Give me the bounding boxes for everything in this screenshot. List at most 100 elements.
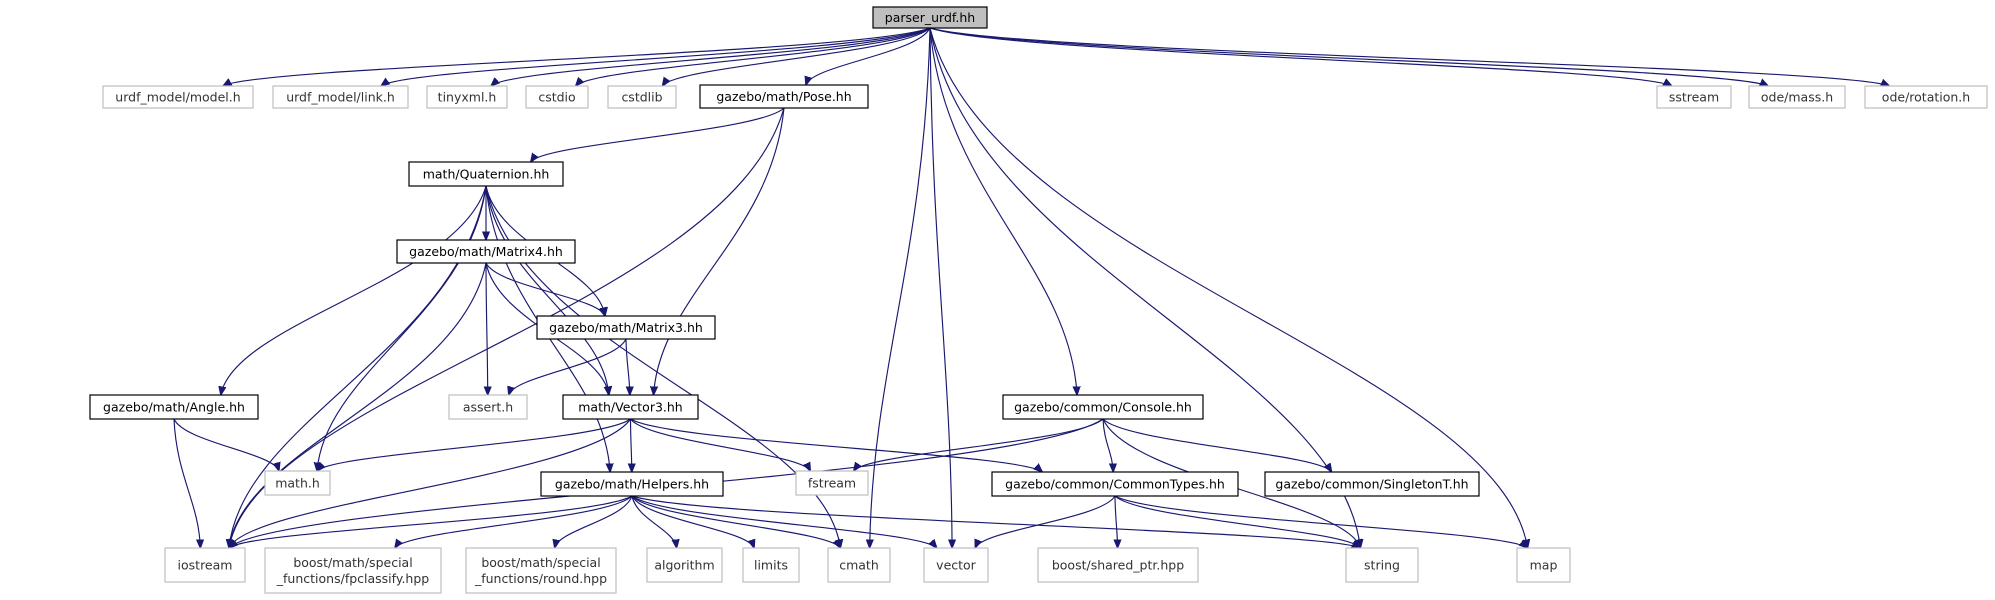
node-vector3[interactable]: math/Vector3.hh <box>562 394 699 420</box>
edge-commontypes-to-vector <box>975 495 1116 548</box>
node-matrix3[interactable]: gazebo/math/Matrix3.hh <box>536 315 716 340</box>
node-box <box>448 394 528 420</box>
node-box <box>540 471 724 497</box>
edge-pose-to-quaternion <box>531 107 785 162</box>
node-layer: parser_urdf.hh urdf_model/model.h urdf_mod… <box>89 6 1988 594</box>
edge-matrix4-to-iostream <box>229 262 487 548</box>
node-label: gazebo/common/CommonTypes.hh <box>1005 477 1225 492</box>
edge-helpers-to-round <box>555 495 633 548</box>
node-ode-mass: ode/mass.h <box>1748 85 1846 109</box>
node-box <box>1037 547 1199 583</box>
node-label: ode/rotation.h <box>1882 90 1970 105</box>
edge-parser-urdf-to-vector <box>929 27 952 548</box>
node-box <box>562 394 699 420</box>
node-box <box>699 84 869 109</box>
node-shared-ptr: boost/shared_ptr.hpp <box>1037 547 1199 583</box>
node-angle[interactable]: gazebo/math/Angle.hh <box>89 394 259 420</box>
node-box <box>264 470 331 496</box>
node-label: string <box>1364 558 1400 573</box>
node-commontypes[interactable]: gazebo/common/CommonTypes.hh <box>991 471 1239 497</box>
node-sstream: sstream <box>1656 85 1732 109</box>
node-box <box>1516 547 1571 583</box>
node-label: math/Vector3.hh <box>578 400 682 415</box>
edge-commontypes-to-string <box>1114 495 1360 548</box>
node-cstdlib: cstdlib <box>607 85 677 109</box>
edge-commontypes-to-shared-ptr <box>1115 495 1118 548</box>
edge-console-to-fstream <box>854 418 1104 471</box>
node-box <box>465 547 617 594</box>
node-label: boost/math/special <box>293 555 412 570</box>
node-box <box>795 470 869 496</box>
node-ode-rotation: ode/rotation.h <box>1864 85 1988 109</box>
node-label: map <box>1530 558 1558 573</box>
node-box <box>607 85 677 109</box>
node-label: limits <box>754 558 788 573</box>
node-math-h: math.h <box>264 470 331 496</box>
node-box <box>1656 85 1732 109</box>
edge-vector3-to-commontypes <box>630 418 1043 472</box>
edge-parser-urdf-to-urdf-model-link <box>381 27 931 86</box>
edge-parser-urdf-to-cmath <box>870 27 931 548</box>
edge-helpers-to-iostream <box>229 495 633 548</box>
node-parser-urdf: parser_urdf.hh <box>872 6 988 29</box>
node-box <box>164 547 246 583</box>
edge-layer <box>173 27 1889 548</box>
node-tinyxml: tinyxml.h <box>426 85 508 109</box>
node-label: ode/mass.h <box>1761 90 1833 105</box>
node-box <box>991 471 1239 497</box>
node-urdf-model-link: urdf_model/link.h <box>272 85 409 109</box>
node-label: gazebo/math/Pose.hh <box>716 89 851 104</box>
node-box <box>923 547 989 583</box>
node-quaternion[interactable]: math/Quaternion.hh <box>408 161 564 187</box>
node-urdf-model-model: urdf_model/model.h <box>102 85 254 109</box>
edge-vector3-to-fstream <box>630 418 811 471</box>
node-label: gazebo/math/Angle.hh <box>103 400 245 415</box>
node-box <box>1345 547 1419 583</box>
edge-parser-urdf-to-string <box>929 27 1360 548</box>
node-pose[interactable]: gazebo/math/Pose.hh <box>699 84 869 109</box>
node-label: fstream <box>808 476 856 491</box>
edge-parser-urdf-to-ode-rotation <box>929 27 1889 86</box>
edge-parser-urdf-to-console <box>929 27 1077 395</box>
edge-matrix4-to-assert <box>486 262 488 395</box>
node-box <box>1864 85 1988 109</box>
node-label: _functions/round.hpp <box>474 571 607 586</box>
edge-angle-to-iostream <box>173 418 200 548</box>
node-matrix4[interactable]: gazebo/math/Matrix4.hh <box>396 239 576 264</box>
node-helpers[interactable]: gazebo/math/Helpers.hh <box>540 471 724 497</box>
node-label: urdf_model/model.h <box>115 90 240 105</box>
node-fpclassify: boost/math/special_functions/fpclassify.… <box>264 547 442 594</box>
edge-quaternion-to-math-h <box>317 185 487 471</box>
edge-parser-urdf-to-pose <box>806 27 931 85</box>
node-box <box>646 547 723 583</box>
node-box <box>872 6 988 29</box>
edge-helpers-to-limits <box>631 495 754 548</box>
node-label: gazebo/common/Console.hh <box>1014 400 1192 415</box>
node-box <box>408 161 564 187</box>
node-label: boost/shared_ptr.hpp <box>1052 558 1184 573</box>
node-cstdio: cstdio <box>525 85 589 109</box>
edge-vector3-to-helpers <box>631 418 632 472</box>
node-console[interactable]: gazebo/common/Console.hh <box>1002 394 1204 420</box>
node-label: gazebo/math/Helpers.hh <box>555 477 709 492</box>
node-label: parser_urdf.hh <box>885 10 975 25</box>
node-round: boost/math/special_functions/round.hpp <box>465 547 617 594</box>
edge-parser-urdf-to-urdf-model-model <box>223 27 931 86</box>
node-label: cmath <box>839 558 879 573</box>
node-box <box>396 239 576 264</box>
node-singletont[interactable]: gazebo/common/SingletonT.hh <box>1264 471 1480 497</box>
edge-matrix4-to-matrix3 <box>485 262 605 316</box>
edge-console-to-commontypes <box>1102 418 1113 472</box>
node-box <box>264 547 442 594</box>
edge-quaternion-to-vector3 <box>485 185 609 395</box>
node-fstream: fstream <box>795 470 869 496</box>
edge-parser-urdf-to-cstdio <box>576 27 931 86</box>
edge-vector3-to-iostream <box>229 418 631 548</box>
node-label: boost/math/special <box>481 555 600 570</box>
node-label: gazebo/math/Matrix3.hh <box>549 320 703 335</box>
edge-helpers-to-string <box>631 495 1360 548</box>
node-label: urdf_model/link.h <box>286 90 395 105</box>
edge-helpers-to-algorithm <box>631 495 677 548</box>
edge-angle-to-math-h <box>173 418 279 471</box>
